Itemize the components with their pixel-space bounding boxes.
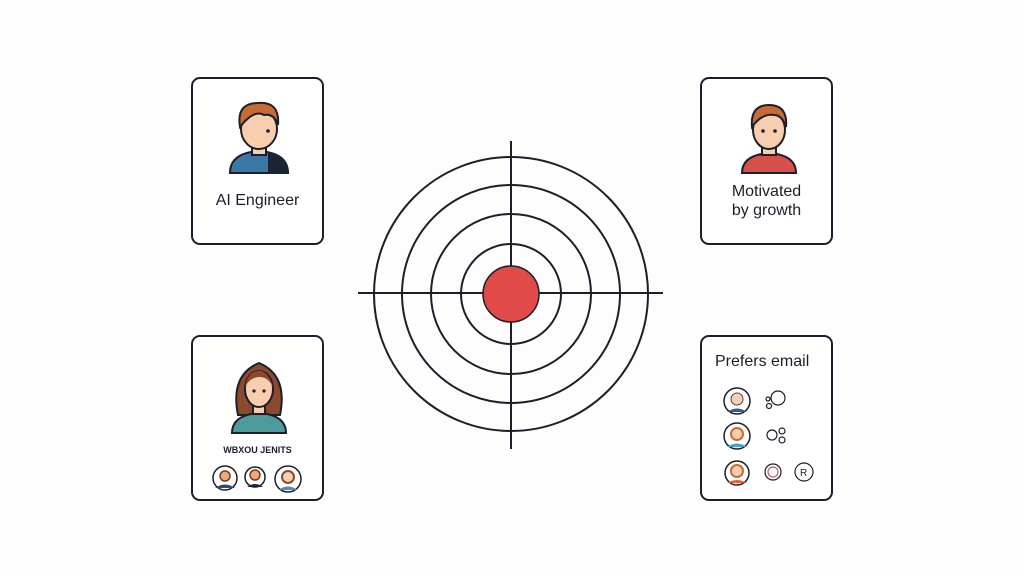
avatar-bearded-icon	[723, 387, 751, 415]
avatar-woman-icon	[724, 460, 750, 486]
bullseye	[482, 265, 540, 323]
persona-card-ai-engineer: AI Engineer	[191, 77, 324, 245]
r-badge-icon: R	[794, 462, 814, 482]
male-engineer-avatar-icon	[228, 101, 290, 174]
card-label: Prefers email	[715, 353, 810, 370]
persona-card-network: WBXOU JENITS	[191, 335, 324, 501]
female-avatar-icon	[230, 361, 288, 434]
circles-icon	[766, 427, 786, 444]
small-avatar-icon-1	[212, 465, 238, 491]
small-avatar-icon-2	[244, 466, 266, 488]
male-growth-avatar-icon	[740, 103, 798, 174]
card-label: WBXOU JENITS	[223, 445, 292, 455]
persona-card-preferences: Prefers email	[700, 335, 833, 501]
small-avatars-row	[212, 465, 302, 493]
bubble-icon	[765, 390, 786, 410]
avatar-redhair-icon	[723, 422, 751, 450]
preference-icons: R	[723, 387, 814, 486]
card-label-line2: by growth	[731, 202, 802, 219]
svg-text:R: R	[800, 468, 807, 479]
card-label: AI Engineer	[215, 192, 300, 209]
persona-card-motivation: Motivated by growth	[700, 77, 833, 245]
card-label-line1: Motivated	[731, 183, 802, 200]
small-avatar-icon-3	[274, 465, 302, 493]
email-badge-icon	[764, 463, 782, 481]
